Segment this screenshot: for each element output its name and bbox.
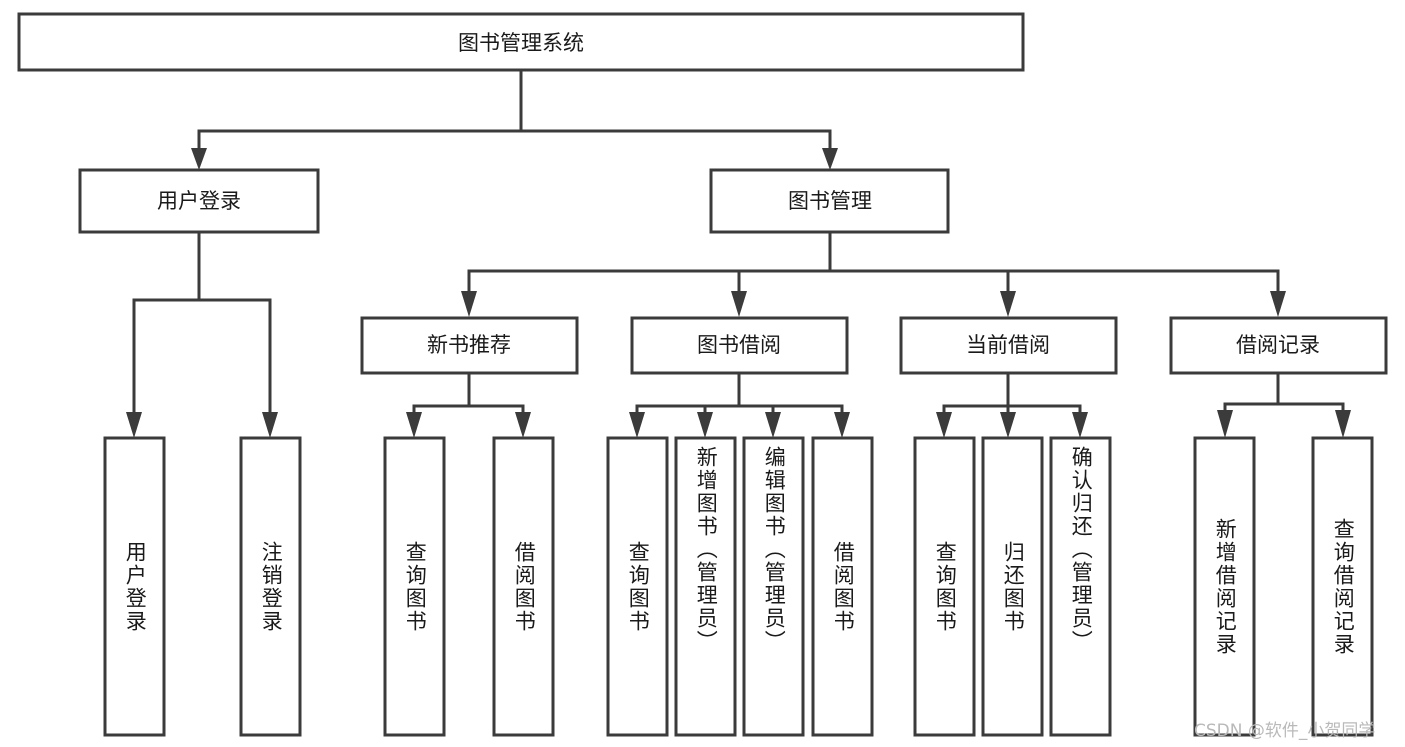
arrow-head-leaf-query-book-1 xyxy=(406,412,422,438)
connector-group-user-login xyxy=(126,230,278,438)
leaf-borrow-book-1-box[interactable] xyxy=(492,436,555,737)
arrow-head-user-login xyxy=(191,148,207,170)
node-book-management[interactable]: 图书管理 xyxy=(709,168,950,234)
arrow-head-book-borrow xyxy=(731,291,747,317)
connector-group-book-borrow xyxy=(629,371,850,438)
node-new-book-recommend-box[interactable] xyxy=(360,316,579,375)
node-root-box[interactable] xyxy=(17,12,1025,72)
arrow-head-borrow-record xyxy=(1270,291,1286,317)
arrow-head-leaf-add-record xyxy=(1217,410,1233,438)
connector-group-borrow-record xyxy=(1217,371,1351,438)
leaf-add-record-box[interactable] xyxy=(1193,436,1256,737)
connector-group-current-borrow xyxy=(936,371,1088,438)
node-borrow-record[interactable]: 借阅记录 xyxy=(1169,316,1388,375)
arrow-head-leaf-borrow-book-1 xyxy=(515,412,531,438)
leaf-borrow-book-2-box[interactable] xyxy=(811,436,874,737)
arrow-head-leaf-return-book xyxy=(1000,412,1016,438)
node-current-borrow[interactable]: 当前借阅 xyxy=(899,316,1118,375)
node-new-book-recommend-label: 新书推荐 xyxy=(427,333,511,357)
arrow-head-leaf-borrow-book-2 xyxy=(834,412,850,438)
leaf-boxes xyxy=(103,436,1374,737)
arrow-head-book-management xyxy=(822,148,838,170)
node-user-login-box[interactable] xyxy=(78,168,320,234)
arrow-head-leaf-query-book-2 xyxy=(629,412,645,438)
leaf-query-record-box[interactable] xyxy=(1311,436,1374,737)
leaf-user-login-box[interactable] xyxy=(103,436,166,737)
node-current-borrow-label: 当前借阅 xyxy=(966,333,1050,357)
arrow-head-leaf-user-logout xyxy=(262,412,278,438)
arrow-head-leaf-confirm-return xyxy=(1072,412,1088,438)
node-current-borrow-box[interactable] xyxy=(899,316,1118,375)
node-new-book-recommend[interactable]: 新书推荐 xyxy=(360,316,579,375)
leaf-add-book-box[interactable] xyxy=(674,436,737,737)
node-book-borrow-label: 图书借阅 xyxy=(697,333,781,357)
node-borrow-record-label: 借阅记录 xyxy=(1236,333,1320,357)
node-root[interactable]: 图书管理系统 xyxy=(17,12,1025,72)
arrow-head-leaf-user-login xyxy=(126,412,142,438)
node-book-borrow[interactable]: 图书借阅 xyxy=(630,316,849,375)
node-user-login[interactable]: 用户登录 xyxy=(78,168,320,234)
connector-group-new-book-recommend xyxy=(406,371,531,438)
leaf-confirm-return-box[interactable] xyxy=(1049,436,1112,737)
leaf-edit-book-box[interactable] xyxy=(742,436,805,737)
leaf-query-book-1-box[interactable] xyxy=(383,436,446,737)
csdn-watermark: CSDN @软件_小贺同学 xyxy=(1194,721,1376,741)
arrow-head-leaf-edit-book xyxy=(765,412,781,438)
leaf-query-book-2-box[interactable] xyxy=(606,436,669,737)
node-user-login-label: 用户登录 xyxy=(157,189,241,213)
node-book-borrow-box[interactable] xyxy=(630,316,849,375)
arrow-head-leaf-add-book xyxy=(697,412,713,438)
node-book-management-box[interactable] xyxy=(709,168,950,234)
leaf-return-book-box[interactable] xyxy=(981,436,1044,737)
node-borrow-record-box[interactable] xyxy=(1169,316,1388,375)
connector-group-root xyxy=(191,68,838,170)
leaf-query-book-3-box[interactable] xyxy=(913,436,976,737)
node-root-label: 图书管理系统 xyxy=(458,31,584,55)
connector-group-book-management xyxy=(461,230,1286,317)
arrow-head-new-book-recommend xyxy=(461,291,477,317)
arrow-head-leaf-query-record xyxy=(1335,410,1351,438)
node-book-management-label: 图书管理 xyxy=(788,189,872,213)
leaf-user-logout-box[interactable] xyxy=(239,436,302,737)
arrow-head-current-borrow xyxy=(1000,291,1016,317)
arrow-head-leaf-query-book-3 xyxy=(936,412,952,438)
